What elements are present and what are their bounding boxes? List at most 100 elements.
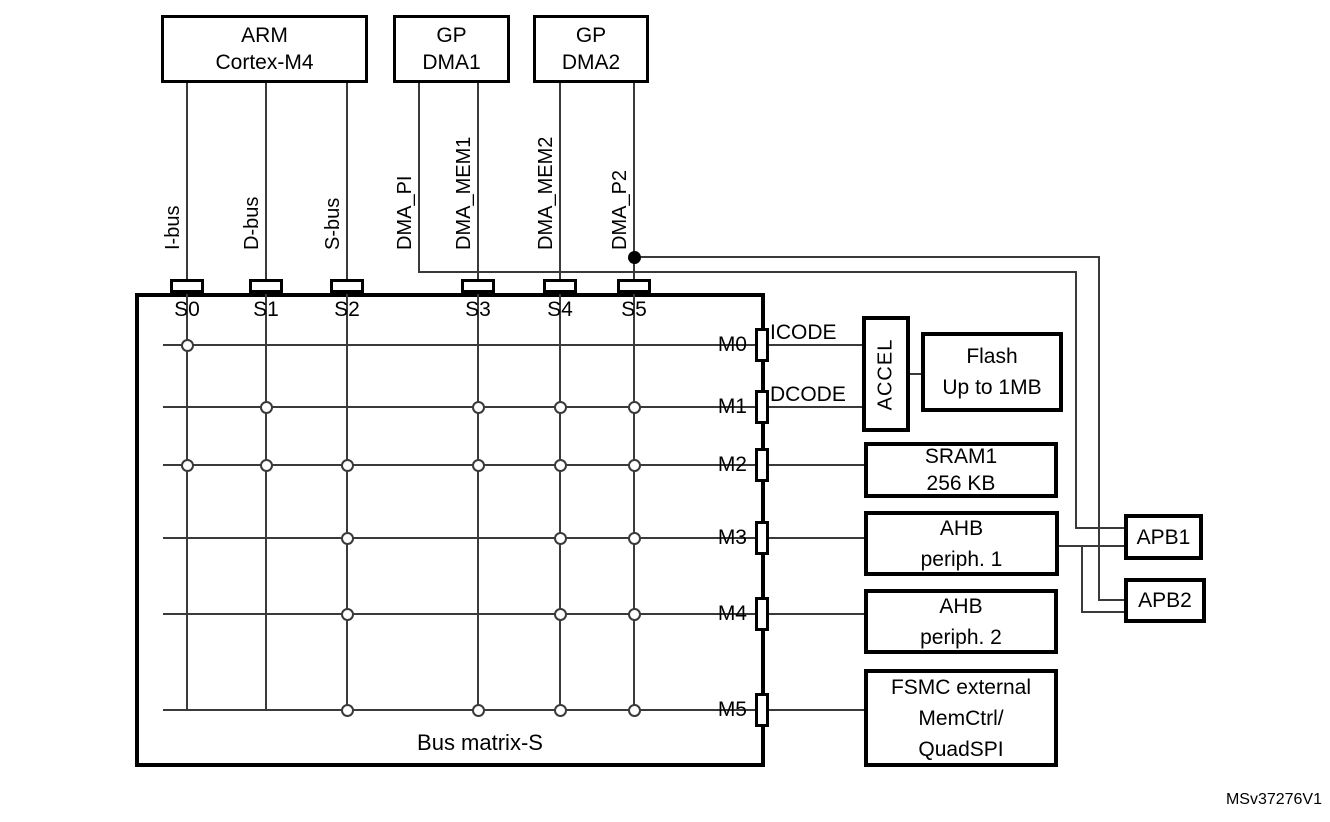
- master-port-m2: [755, 448, 769, 482]
- flash-box: Flash Up to 1MB: [921, 332, 1063, 412]
- wire-vertical: [1075, 271, 1077, 529]
- slave-port-label-s1: S1: [253, 298, 279, 321]
- master-port-m3: [755, 521, 769, 555]
- matrix-connection-m4-s4: [553, 607, 567, 621]
- wire-horizontal: [765, 709, 870, 711]
- matrix-grid-column-s3: [477, 294, 479, 710]
- matrix-grid-row-m0: [163, 344, 765, 346]
- wire-vertical: [559, 83, 561, 280]
- matrix-grid-column-s2: [346, 294, 348, 710]
- matrix-connection-m3-s5: [627, 531, 641, 545]
- matrix-connection-m1-s3: [471, 400, 485, 414]
- fsmc-quadspi-box: FSMC external MemCtrl/ QuadSPI: [864, 669, 1058, 767]
- wire-horizontal: [765, 344, 866, 346]
- dcode-label: DCODE: [770, 383, 846, 406]
- matrix-connection-m3-s2: [340, 531, 354, 545]
- matrix-grid-row-m1: [163, 406, 765, 408]
- master-port-label-m1: M1: [717, 395, 747, 418]
- slave-port-label-s3: S3: [465, 298, 491, 321]
- matrix-connection-m5-s4: [553, 703, 567, 717]
- apb2-box: APB2: [1124, 578, 1206, 623]
- matrix-grid-column-s5: [633, 294, 635, 710]
- wire-horizontal: [765, 406, 866, 408]
- slave-port-s4: [543, 279, 577, 293]
- wire-vertical: [477, 83, 479, 280]
- matrix-grid-column-s0: [186, 294, 188, 710]
- figure-reference-code: MSv37276V1: [1225, 791, 1322, 808]
- accel-label: ACCEL: [874, 338, 897, 410]
- matrix-connection-m3-s4: [553, 531, 567, 545]
- slave-port-s0: [170, 279, 204, 293]
- junction-dot: [627, 250, 641, 264]
- master-port-label-m5: M5: [717, 698, 747, 721]
- bus-label-dma-mem2: DMA_MEM2: [535, 136, 557, 250]
- matrix-grid-row-m4: [163, 613, 765, 615]
- slave-port-s3: [461, 279, 495, 293]
- matrix-connection-m2-s5: [627, 458, 641, 472]
- matrix-connection-m1-s5: [627, 400, 641, 414]
- wire-vertical: [418, 83, 420, 273]
- ahb-periph1-label: AHB periph. 1: [920, 516, 1003, 571]
- apb2-label: APB2: [1138, 589, 1192, 612]
- wire-vertical: [1098, 256, 1100, 601]
- arm-cortex-m4-label: ARM Cortex-M4: [215, 24, 314, 74]
- master-port-label-m4: M4: [717, 602, 747, 625]
- wire-vertical: [186, 83, 188, 280]
- matrix-connection-m1-s1: [259, 400, 273, 414]
- wire-horizontal: [765, 464, 870, 466]
- master-port-m0: [755, 328, 769, 362]
- matrix-connection-m1-s4: [553, 400, 567, 414]
- flash-label: Flash Up to 1MB: [942, 345, 1042, 399]
- ahb-periph1-box: AHB periph. 1: [864, 511, 1059, 576]
- bus-label-i-bus: I-bus: [162, 205, 184, 250]
- bus-label-dma-pi: DMA_PI: [394, 175, 416, 250]
- matrix-grid-row-m3: [163, 537, 765, 539]
- matrix-grid-column-s1: [265, 294, 267, 710]
- wire-vertical: [633, 83, 635, 280]
- matrix-connection-m2-s4: [553, 458, 567, 472]
- slave-port-label-s4: S4: [547, 298, 573, 321]
- slave-port-s5: [617, 279, 651, 293]
- slave-port-label-s0: S0: [174, 298, 200, 321]
- matrix-connection-m5-s3: [471, 703, 485, 717]
- apb1-box: APB1: [1124, 514, 1203, 560]
- matrix-grid-column-s4: [559, 294, 561, 710]
- accel-box: ACCEL: [862, 316, 910, 432]
- arm-cortex-m4-box: ARM Cortex-M4: [161, 15, 368, 83]
- wire-horizontal: [1056, 545, 1126, 547]
- gp-dma1-label: GP DMA1: [422, 24, 481, 74]
- ahb-periph2-box: AHB periph. 2: [864, 589, 1058, 654]
- wire-horizontal: [1081, 611, 1126, 613]
- matrix-connection-m2-s0: [180, 458, 194, 472]
- master-port-m4: [755, 597, 769, 631]
- wire-horizontal: [765, 537, 870, 539]
- wire-horizontal: [765, 613, 870, 615]
- bus-label-s-bus: S-bus: [322, 197, 344, 250]
- gp-dma2-label: GP DMA2: [561, 24, 621, 74]
- wire-vertical: [265, 83, 267, 280]
- wire-horizontal: [419, 271, 1077, 273]
- wire-horizontal: [1099, 599, 1126, 601]
- matrix-connection-m2-s2: [340, 458, 354, 472]
- bus-label-dma-p2: DMA_P2: [609, 169, 631, 250]
- matrix-grid-row-m5: [163, 709, 765, 711]
- matrix-connection-m0-s0: [180, 338, 194, 352]
- wire-horizontal: [634, 256, 1100, 258]
- matrix-grid-row-m2: [163, 464, 765, 466]
- wire-horizontal: [1076, 527, 1126, 529]
- matrix-connection-m5-s5: [627, 703, 641, 717]
- matrix-connection-m2-s1: [259, 458, 273, 472]
- bus-matrix-box: [135, 293, 765, 767]
- apb1-label: APB1: [1136, 525, 1191, 549]
- bus-matrix-label: Bus matrix-S: [417, 730, 543, 755]
- master-port-m5: [755, 693, 769, 727]
- bus-label-d-bus: D-bus: [241, 196, 263, 250]
- sram1-label: SRAM1 256 KB: [924, 445, 998, 495]
- gp-dma2-box: GP DMA2: [533, 15, 649, 83]
- matrix-connection-m4-s2: [340, 607, 354, 621]
- slave-port-label-s2: S2: [334, 298, 360, 321]
- ahb-periph2-label: AHB periph. 2: [920, 594, 1002, 649]
- master-port-m1: [755, 390, 769, 424]
- slave-port-s2: [330, 279, 364, 293]
